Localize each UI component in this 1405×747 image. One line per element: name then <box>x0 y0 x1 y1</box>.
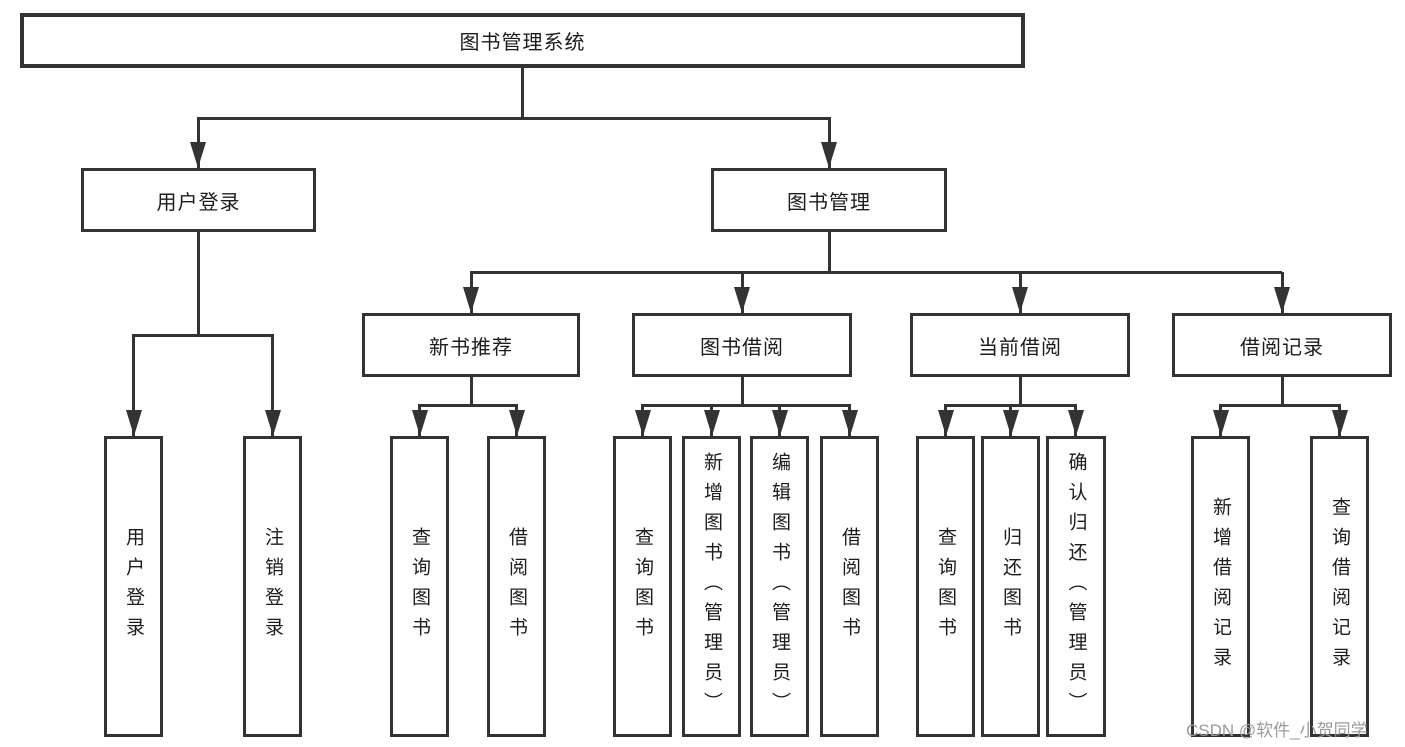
node-user-login: 用户登录 <box>81 168 316 232</box>
leaf-return-books-label: 归还图书 <box>1000 526 1021 647</box>
arrow-down-icon <box>125 410 142 436</box>
arrow-down-icon <box>771 410 788 436</box>
connector-line <box>132 335 135 436</box>
arrow-down-icon <box>1331 410 1348 436</box>
leaf-confirm-return-admin: 确认归还（管理员） <box>1046 436 1106 737</box>
leaf-add-books-admin-label: 新增图书（管理员） <box>701 451 722 722</box>
leaf-user-login: 用户登录 <box>104 436 163 737</box>
connector-line <box>740 377 744 405</box>
node-book-borrowing: 图书借阅 <box>632 313 852 377</box>
arrow-down-icon <box>411 410 428 436</box>
node-book-management-label: 图书管理 <box>787 191 871 214</box>
arrow-down-icon <box>1067 410 1084 436</box>
connector-line <box>196 232 200 335</box>
node-current-borrowing: 当前借阅 <box>910 313 1130 377</box>
connector-line <box>418 403 518 407</box>
arrow-down-icon <box>190 142 206 168</box>
arrow-down-icon <box>821 142 837 168</box>
connector-line <box>196 116 831 120</box>
node-book-borrowing-label: 图书借阅 <box>700 336 784 359</box>
leaf-return-books: 归还图书 <box>981 436 1040 737</box>
leaf-add-books-admin: 新增图书（管理员） <box>682 436 741 737</box>
leaf-edit-books-admin: 编辑图书（管理员） <box>750 436 809 737</box>
node-borrowing-records-label: 借阅记录 <box>1240 336 1324 359</box>
connector-line <box>827 232 831 272</box>
arrow-down-icon <box>1002 410 1019 436</box>
node-current-borrowing-label: 当前借阅 <box>978 336 1062 359</box>
leaf-query-borrow-record-label: 查询借阅记录 <box>1329 496 1350 677</box>
leaf-query-borrow-record: 查询借阅记录 <box>1310 436 1369 737</box>
connector-line <box>641 403 851 407</box>
leaf-edit-books-admin-label: 编辑图书（管理员） <box>769 451 790 722</box>
node-new-book-recommendation-label: 新书推荐 <box>429 336 513 359</box>
leaf-borrow-books-borrowing: 借阅图书 <box>820 436 879 737</box>
connector-line <box>1280 377 1284 405</box>
arrow-down-icon <box>1274 287 1290 313</box>
connector-line <box>1018 377 1022 405</box>
leaf-query-books-recommend-label: 查询图书 <box>409 526 430 647</box>
arrow-down-icon <box>634 410 651 436</box>
node-borrowing-records: 借阅记录 <box>1172 313 1392 377</box>
watermark-text: CSDN @软件_小贺同学 <box>1186 721 1368 740</box>
arrow-down-icon <box>703 410 720 436</box>
node-book-management: 图书管理 <box>711 168 947 232</box>
node-root-label: 图书管理系统 <box>459 32 586 54</box>
connector-line <box>1219 403 1341 407</box>
arrow-down-icon <box>1012 287 1028 313</box>
leaf-logout-login-label: 注销登录 <box>262 526 283 647</box>
leaf-query-books-recommend: 查询图书 <box>390 436 449 737</box>
leaf-user-login-label: 用户登录 <box>123 526 144 647</box>
arrow-down-icon <box>508 410 525 436</box>
leaf-borrow-books-recommend: 借阅图书 <box>487 436 546 737</box>
leaf-add-borrow-record: 新增借阅记录 <box>1191 436 1250 737</box>
arrow-down-icon <box>734 287 750 313</box>
leaf-confirm-return-admin-label: 确认归还（管理员） <box>1065 451 1087 722</box>
leaf-query-books-borrowing-label: 查询图书 <box>632 526 653 647</box>
connector-line <box>469 377 473 405</box>
arrow-down-icon <box>1212 410 1229 436</box>
connector-line <box>132 333 274 337</box>
arrow-down-icon <box>463 287 479 313</box>
connector-line <box>271 335 274 436</box>
node-root: 图书管理系统 <box>20 13 1025 68</box>
leaf-borrow-books-borrowing-label: 借阅图书 <box>839 526 860 647</box>
leaf-logout-login: 注销登录 <box>243 436 302 737</box>
leaf-borrow-books-recommend-label: 借阅图书 <box>506 526 527 647</box>
arrow-down-icon <box>841 410 858 436</box>
connector-line <box>469 270 1282 274</box>
arrow-down-icon <box>937 410 954 436</box>
leaf-add-borrow-record-label: 新增借阅记录 <box>1210 496 1231 677</box>
node-new-book-recommendation: 新书推荐 <box>362 313 580 377</box>
arrow-down-icon <box>264 410 281 436</box>
connector-line <box>520 68 524 118</box>
leaf-query-books-borrowing: 查询图书 <box>613 436 672 737</box>
leaf-query-books-current: 查询图书 <box>916 436 975 737</box>
node-user-login-label: 用户登录 <box>156 191 241 214</box>
leaf-query-books-current-label: 查询图书 <box>935 526 956 647</box>
